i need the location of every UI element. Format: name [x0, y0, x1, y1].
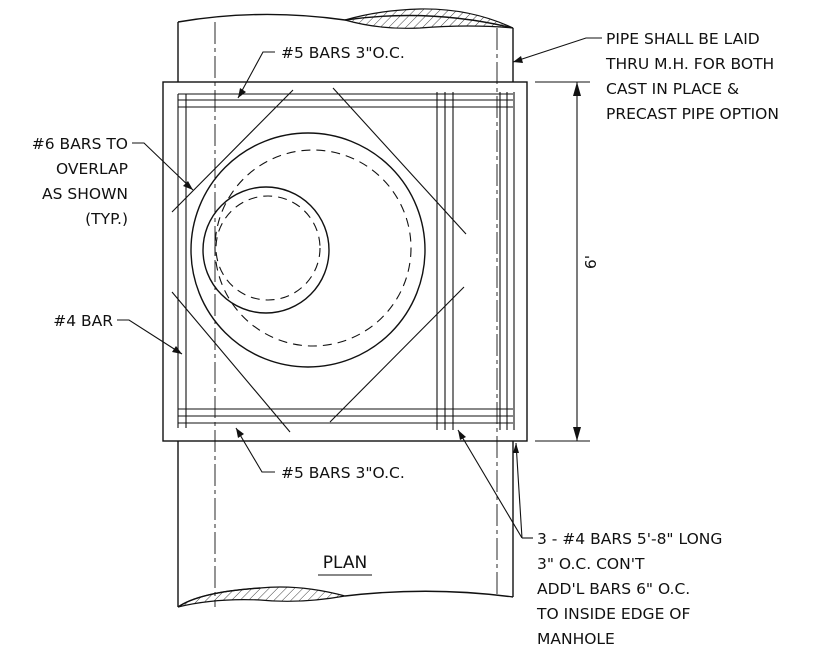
pipe-note-line-3: CAST IN PLACE & [606, 80, 739, 98]
long-bars-note-line-2: 3" O.C. CON'T [537, 555, 645, 573]
annotations: #5 BARS 3"O.C. #5 BARS 3"O.C. PIPE SHALL… [32, 30, 779, 648]
overlap-note-line-1: #6 BARS TO [32, 135, 128, 153]
overlap-note: #6 BARS TO OVERLAP AS SHOWN (TYP.) [32, 135, 128, 228]
top-bars-label: #5 BARS 3"O.C. [281, 44, 405, 62]
long-bars-note: 3 - #4 BARS 5'-8" LONG 3" O.C. CON'T ADD… [536, 530, 722, 648]
rebar-grid [171, 87, 515, 433]
dimension-6ft: 6' [535, 81, 600, 442]
overlap-note-line-2: OVERLAP [56, 160, 128, 178]
long-bars-note-line-5: MANHOLE [537, 630, 615, 648]
manhole-openings [190, 132, 426, 368]
long-bars-note-line-3: ADD'L BARS 6" O.C. [537, 580, 690, 598]
plan-title-text: PLAN [323, 553, 367, 573]
dimension-label: 6' [582, 255, 600, 269]
base-slab [162, 81, 528, 442]
pipe-note-line-1: PIPE SHALL BE LAID [606, 30, 760, 48]
overlap-note-line-3: AS SHOWN [42, 185, 128, 203]
overlap-note-line-4: (TYP.) [85, 210, 128, 228]
pipe-note-line-4: PRECAST PIPE OPTION [606, 105, 779, 123]
pipe [177, 8, 514, 608]
leaders [117, 37, 602, 539]
pipe-note: PIPE SHALL BE LAID THRU M.H. FOR BOTH CA… [605, 30, 779, 123]
bar4-label: #4 BAR [53, 312, 113, 330]
plan-title: PLAN [318, 553, 372, 576]
pipe-note-line-2: THRU M.H. FOR BOTH [605, 55, 774, 73]
long-bars-note-line-1: 3 - #4 BARS 5'-8" LONG [537, 530, 722, 548]
bottom-bars-label: #5 BARS 3"O.C. [281, 464, 405, 482]
long-bars-note-line-4: TO INSIDE EDGE OF [536, 605, 690, 623]
